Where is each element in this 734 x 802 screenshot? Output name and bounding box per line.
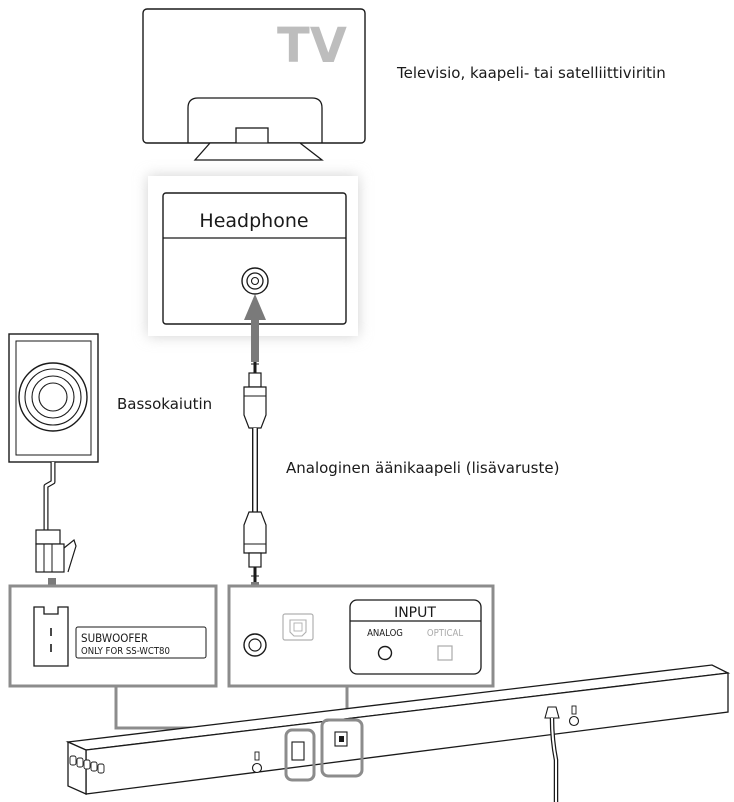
optical-label: OPTICAL [427,628,463,639]
analog-cable [243,358,267,582]
sound-bar [65,664,731,802]
subwoofer-port-highlight [284,728,316,782]
subwoofer-illustration [8,333,99,573]
subwoofer-label-box [75,626,207,659]
input-title: INPUT [394,605,436,621]
input-callout: INPUT ANALOG OPTICAL [227,584,495,688]
soundbar-end-buttons [69,755,105,774]
tv-stand-neck [187,97,323,143]
wall-mount-hole-left [251,751,263,774]
tv-caption: Televisio, kaapeli- tai satelliittivirit… [397,64,666,82]
wall-mount-hole-right [568,705,580,727]
input-port-highlight [320,718,364,778]
analog-label: ANALOG [367,628,403,639]
woofer-dust-cap [38,382,68,412]
optical-indicator-icon [437,645,453,661]
subwoofer-caption: Bassokaiutin [117,395,213,413]
soundbar-end-cap [67,740,87,796]
subwoofer-label-line2: ONLY FOR SS-WCT80 [81,646,170,657]
headphone-jack-core [250,276,260,286]
headphone-title: Headphone [199,210,308,232]
cable-top-collar [248,372,262,388]
cable-caption: Analoginen äänikaapeli (lisävaruste) [286,459,560,477]
cable-top-body [243,386,267,429]
soundbar-power-cable-core [551,717,557,802]
cable-bottom-body [243,511,267,554]
subwoofer-plug-latch [63,538,77,573]
subwoofer-label-line1: SUBWOOFER [81,631,148,645]
arrow-up-head [244,294,266,320]
arrow-up-shaft [251,318,259,362]
tv-logo-text: TV [277,18,347,74]
soundbar-subwoofer-port [291,741,305,761]
subwoofer-socket [33,606,69,667]
analog-jack-inner [248,638,262,652]
tv-stand-base [193,142,324,161]
subwoofer-plug-body [35,543,65,573]
analog-indicator-icon [377,645,393,661]
tv-illustration: TV [142,8,366,161]
soundbar-input-port-core [339,736,344,742]
optical-port-core [293,622,303,632]
subwoofer-cable-core [44,462,55,530]
cable-bottom-collar [248,552,262,568]
soundbar-power-plug [544,706,560,719]
subwoofer-callout: SUBWOOFER ONLY FOR SS-WCT80 [8,584,218,688]
subwoofer-plug-collar [35,529,61,545]
